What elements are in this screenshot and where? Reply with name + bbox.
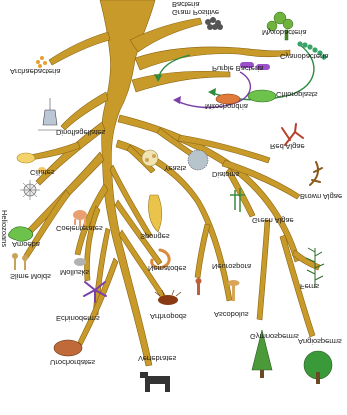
gram-positive-bacteria-icon <box>205 17 223 30</box>
label-ascobolus: Ascobolus <box>214 311 249 319</box>
label-ferns: Ferns <box>300 283 319 291</box>
label-nematodes: Nematodes <box>148 265 186 273</box>
label-angiosperms: Angiosperms <box>298 338 342 346</box>
mollusk-icon <box>74 258 86 266</box>
neurospora-icon <box>196 278 202 295</box>
label-chloroplasts: Chloroplasts <box>276 91 318 99</box>
label-dinoflagellates: Dinoflagellates <box>56 129 105 137</box>
label-amoeba: Amoeba <box>12 241 40 249</box>
slime-mold-icon <box>12 253 28 270</box>
label-green-algae: Green Algae <box>252 217 294 225</box>
label-red-algae: Red Algae <box>270 143 305 151</box>
label-mitochondria: Mitochondria <box>205 103 248 111</box>
heliozoan-icon <box>20 180 40 200</box>
label-coelenterates: Coelenterates <box>56 225 103 233</box>
branch-neurospora <box>195 224 210 278</box>
angiosperm-icon <box>304 351 332 384</box>
label-mollusks: Mollusks <box>60 269 89 277</box>
label-gram-positive-bacteria: Gram Positive Bacteria <box>172 1 232 16</box>
urochordate-icon <box>54 340 82 356</box>
chloroplast-icon <box>248 90 276 102</box>
label-gymnosperms: Gymnosperms <box>250 333 299 341</box>
yeast-icon <box>142 150 158 166</box>
diatom-icon <box>188 150 208 170</box>
sponge-icon <box>148 195 161 232</box>
label-urochordates: Urochordates <box>50 359 95 367</box>
label-heliozoans: Heliozoans <box>1 210 9 247</box>
label-cyanobacteria: Cyanobacteria <box>280 53 328 61</box>
chloroplast-arrowhead <box>208 88 216 96</box>
label-myxobacteria: Myxobacteria <box>262 29 307 37</box>
label-neurospora: Neurospora <box>212 263 251 271</box>
dinoflagellate-icon <box>38 98 62 130</box>
ciliate-icon <box>17 153 35 163</box>
mitochondria-arrowhead <box>173 96 181 104</box>
label-brown-algae: Brown Algae <box>300 193 342 201</box>
branch-gymnosperms <box>257 220 270 320</box>
label-sponges: Sponges <box>140 233 170 241</box>
brown-algae-icon <box>310 162 322 185</box>
branch-ciliates <box>30 142 80 160</box>
gymnosperm-trunk-icon <box>260 370 264 378</box>
label-echinoderms: Echinoderms <box>56 315 100 323</box>
branch-archaebacteria <box>49 32 110 65</box>
label-yeasts: Yeasts <box>164 165 186 173</box>
label-archaebacteria: Archaebacteria <box>10 68 60 76</box>
label-arthropods: Arthropods <box>150 313 187 321</box>
label-vertebrates: Vertebrates <box>138 355 176 363</box>
vertebrate-icon <box>140 372 170 392</box>
label-slime-molds: Slime Molds <box>10 273 51 281</box>
label-diatoms: Diatoms <box>212 171 240 179</box>
label-ciliates: Ciliates <box>30 169 55 177</box>
label-purple-bacteria: Purple Bacteria <box>212 65 263 73</box>
